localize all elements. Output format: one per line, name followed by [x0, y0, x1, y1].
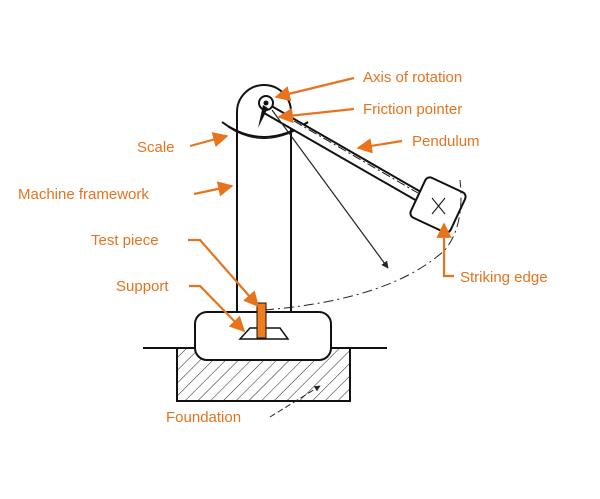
- axis-of-rotation-leader: [274, 76, 355, 102]
- label-foundation: Foundation: [166, 409, 241, 426]
- swing-radius-line: [271, 109, 389, 269]
- test-piece-leader: [188, 238, 260, 308]
- friction-pointer-leader: [277, 107, 355, 124]
- label-friction-pointer: Friction pointer: [363, 101, 462, 118]
- label-support: Support: [116, 278, 169, 295]
- friction-pointer: [258, 105, 268, 128]
- label-axis-of-rotation: Axis of rotation: [363, 69, 462, 86]
- label-scale: Scale: [137, 139, 175, 156]
- pendulum-arm: [262, 102, 430, 207]
- pendulum-leader: [356, 138, 403, 154]
- label-striking-edge: Striking edge: [460, 269, 548, 286]
- striking-edge-leader: [436, 222, 454, 278]
- machine-framework-column: [236, 133, 292, 312]
- machine-framework-leader: [193, 181, 234, 197]
- label-test-piece: Test piece: [91, 232, 159, 249]
- pendulum-head: [409, 176, 467, 234]
- label-pendulum: Pendulum: [412, 133, 480, 150]
- foundation-leader: [269, 385, 321, 418]
- scale-leader: [189, 132, 229, 148]
- support-leader: [189, 284, 246, 333]
- swing-path: [263, 179, 462, 311]
- test-piece: [256, 302, 267, 339]
- label-machine-framework: Machine framework: [18, 186, 149, 203]
